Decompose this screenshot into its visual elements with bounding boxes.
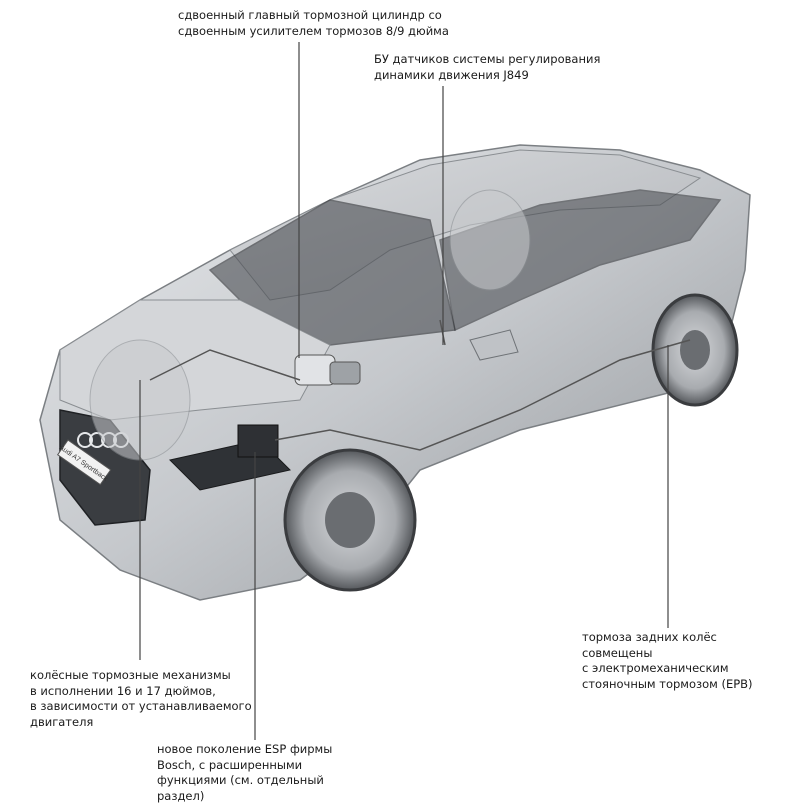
label-master-cylinder: сдвоенный главный тормозной цилиндр со с… — [178, 8, 449, 38]
rear-left-wheel-ghost — [449, 189, 531, 291]
label-rear-brakes: тормоза задних колёс совмещены с электро… — [582, 630, 753, 691]
label-esp: новое поколение ESP фирмы Bosch, с расши… — [157, 742, 333, 803]
label-sensor-unit: БУ датчиков системы регулирования динами… — [374, 52, 601, 82]
label-front-brakes: колёсные тормозные механизмы в исполнени… — [30, 668, 252, 729]
side-mirror — [469, 329, 519, 361]
front-wheel — [283, 448, 417, 592]
rear-wheel — [651, 293, 739, 407]
esp-unit-component — [237, 424, 279, 458]
master-cylinder-component — [294, 354, 361, 386]
